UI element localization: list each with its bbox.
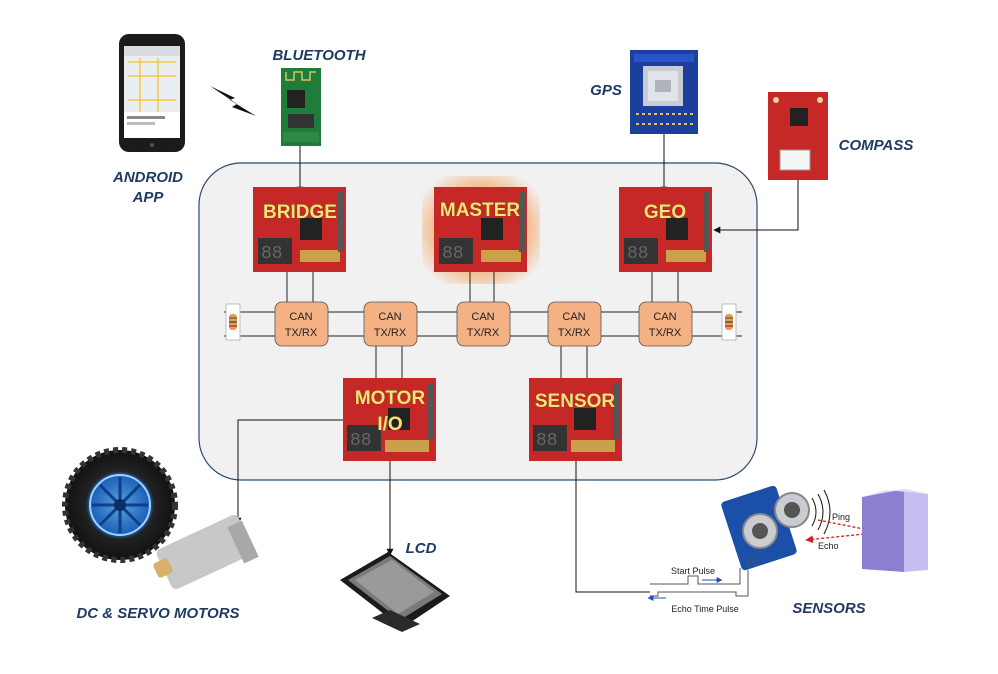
wheel-icon: [62, 447, 178, 563]
ultrasonic-sensor-icon: [721, 485, 831, 571]
svg-text:88: 88: [350, 431, 372, 451]
android-app-label-line1: ANDROID: [112, 169, 183, 186]
can-transceiver-3: CAN TX/RX: [456, 301, 511, 347]
start-pulse-label: Start Pulse: [671, 566, 715, 576]
gps-module-icon: [630, 50, 698, 134]
sensor-board: 88: [529, 378, 622, 461]
can-label-line2: TX/RX: [374, 327, 407, 339]
can-transceiver-4: CAN TX/RX: [547, 301, 602, 347]
svg-text:88: 88: [261, 244, 283, 264]
can-label-line1: CAN: [562, 311, 585, 323]
gps-label: GPS: [590, 82, 622, 99]
compass-module-icon: [768, 92, 828, 180]
bridge-board: 88: [253, 187, 346, 272]
android-phone-icon: [119, 34, 185, 152]
geo-board-label: GEO: [644, 202, 686, 223]
can-label-line2: TX/RX: [649, 327, 682, 339]
can-transceiver-2: CAN TX/RX: [363, 301, 418, 347]
can-transceiver-5: CAN TX/RX: [638, 301, 693, 347]
ping-label: Ping: [832, 512, 850, 522]
can-label-line1: CAN: [289, 311, 312, 323]
geo-board: 88: [619, 187, 712, 272]
bluetooth-module-icon: [281, 68, 321, 146]
pulse-timing-diagram: [647, 568, 749, 601]
sensors-label: SENSORS: [792, 600, 865, 617]
bridge-board-label: BRIDGE: [263, 202, 337, 223]
bluetooth-label: BLUETOOTH: [272, 47, 366, 64]
can-label-line2: TX/RX: [467, 327, 500, 339]
svg-text:88: 88: [442, 244, 464, 264]
dc-motor-icon: [153, 515, 259, 589]
can-label-line1: CAN: [653, 311, 676, 323]
lcd-display-icon: [340, 552, 450, 632]
compass-to-geo-arrow: [713, 180, 799, 234]
echo-label: Echo: [818, 541, 839, 551]
can-label-line1: CAN: [471, 311, 494, 323]
motor-board-to-motors-arrow: [234, 419, 343, 525]
android-app-label-line2: APP: [132, 189, 165, 206]
can-label-line2: TX/RX: [285, 327, 318, 339]
svg-text:88: 88: [627, 244, 649, 264]
motor-io-board: 88: [343, 378, 436, 461]
lcd-label: LCD: [406, 540, 437, 557]
can-label-line2: TX/RX: [558, 327, 591, 339]
echo-time-pulse-label: Echo Time Pulse: [671, 604, 739, 614]
sensor-board-label: SENSOR: [535, 391, 616, 412]
motor-board-label-line1: MOTOR: [355, 388, 426, 409]
motors-label: DC & SERVO MOTORS: [76, 605, 239, 622]
master-board: 88: [434, 187, 527, 272]
motor-board-label-line2: I/O: [377, 414, 402, 435]
can-label-line1: CAN: [378, 311, 401, 323]
wireless-signal-icon: [210, 86, 256, 116]
termination-resistor-right-icon: [721, 303, 737, 341]
master-board-label: MASTER: [440, 200, 521, 221]
sensor-board-to-sensor-line: [575, 461, 650, 593]
termination-resistor-left-icon: [225, 303, 241, 341]
obstacle-cube-icon: [862, 489, 928, 572]
svg-text:88: 88: [536, 431, 558, 451]
can-transceiver-1: CAN TX/RX: [274, 301, 329, 347]
compass-label: COMPASS: [839, 137, 914, 154]
